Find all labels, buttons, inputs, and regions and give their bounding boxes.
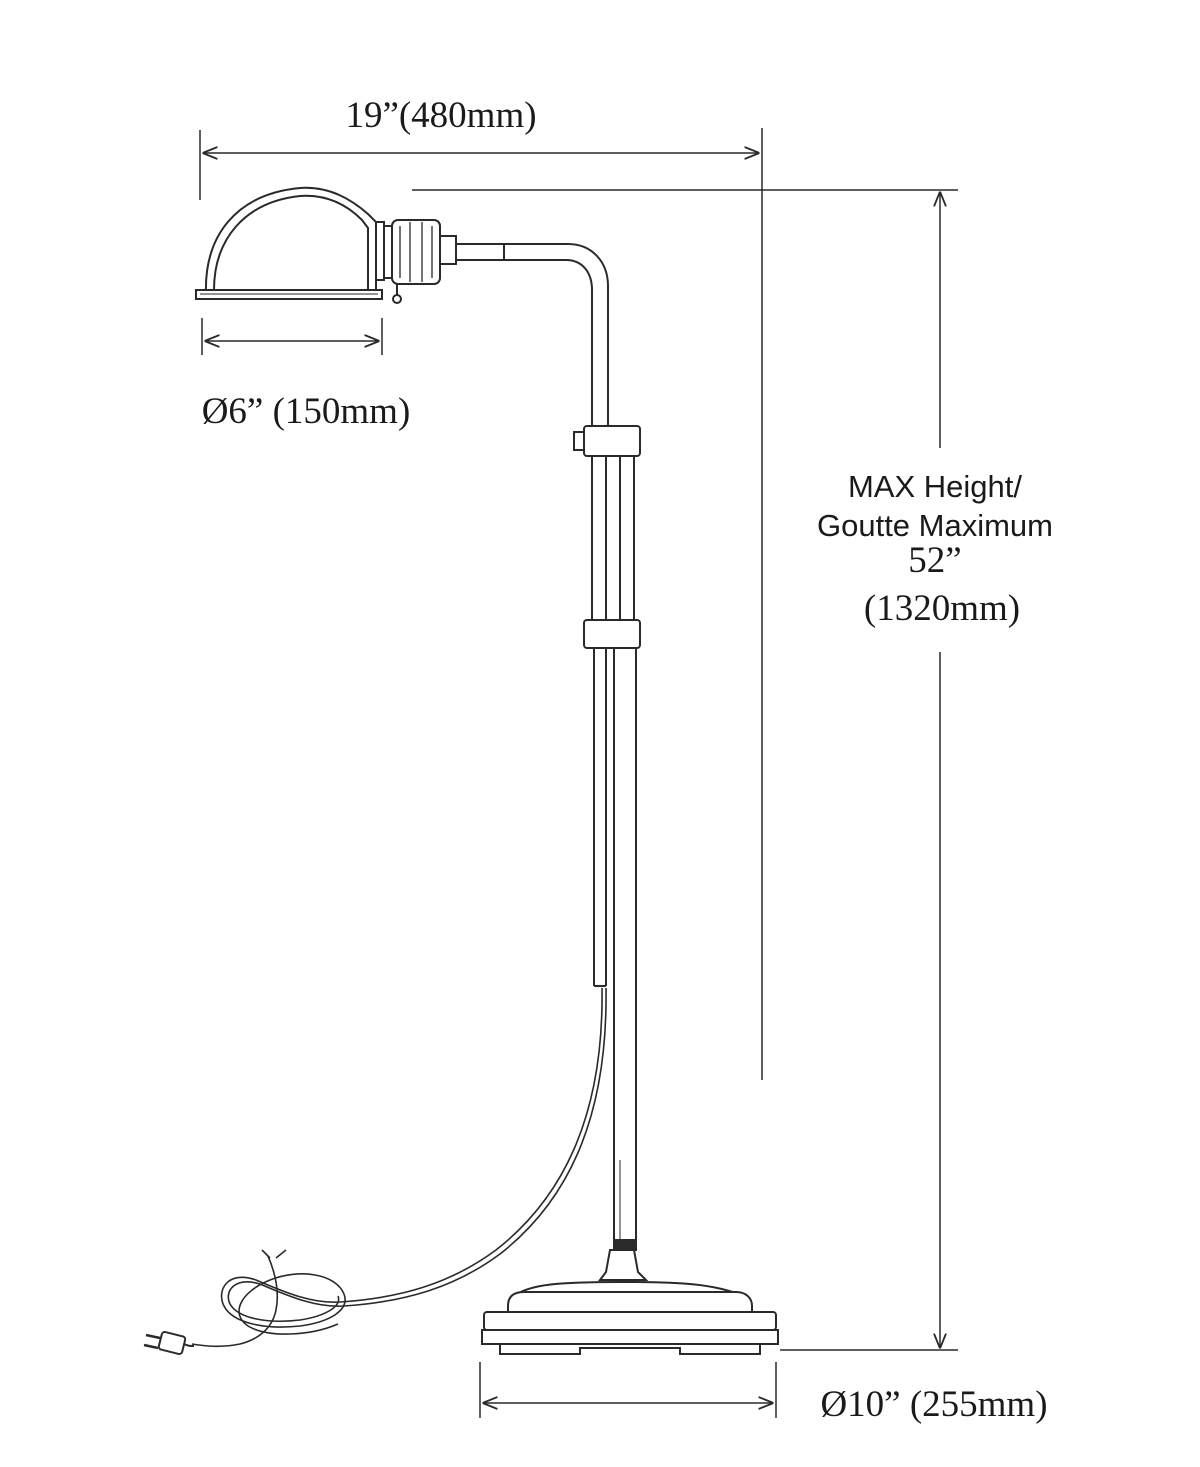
arm-connector: [455, 243, 505, 261]
max-height-label-line1: MAX Height/: [848, 469, 1022, 504]
overall-width-label: 19”(480mm): [345, 95, 536, 136]
overall-width-dimension: 19”(480mm): [199, 95, 763, 1080]
upper-clamp: [573, 425, 641, 457]
lamp-lower-stem: [593, 648, 637, 1251]
lamp-stem: [591, 456, 635, 620]
base-diameter-label: Ø10” (255mm): [820, 1384, 1047, 1425]
max-height-inches: 52”: [908, 540, 961, 581]
power-plug: [143, 1331, 195, 1355]
max-height-dimension: MAX Height/ Goutte Maximum 52” (1320mm): [412, 189, 1053, 1351]
lamp-socket: [375, 219, 457, 304]
power-cord: [191, 987, 607, 1348]
base-diameter-dimension: Ø10” (255mm): [479, 1362, 1048, 1425]
lamp-arm: [504, 243, 609, 428]
max-height-mm: (1320mm): [864, 588, 1020, 629]
shade-diameter-dimension: Ø6” (150mm): [201, 318, 411, 432]
shade-diameter-label: Ø6” (150mm): [202, 391, 411, 432]
max-height-label-line2: Goutte Maximum: [817, 508, 1053, 543]
lamp-base: [481, 1249, 779, 1355]
lower-clamp: [583, 619, 641, 649]
lamp-shade: [195, 186, 383, 300]
lamp-drawing: [143, 186, 779, 1355]
